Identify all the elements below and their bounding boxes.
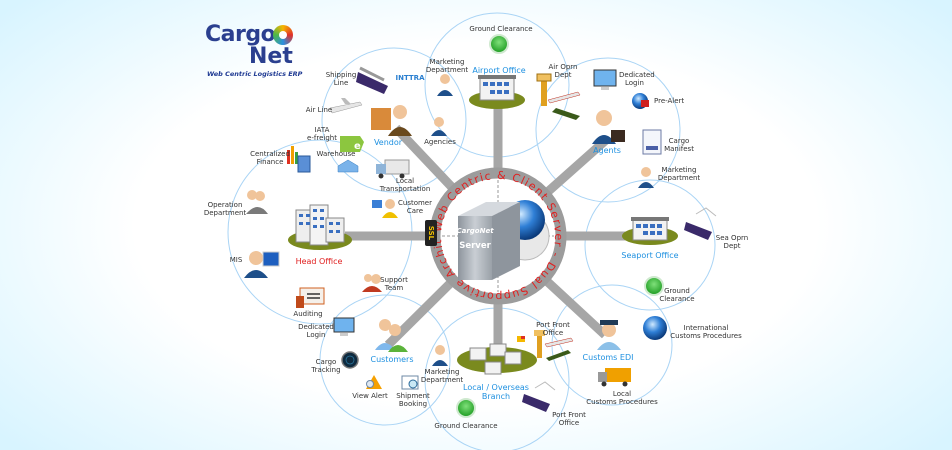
monitor-login-icon xyxy=(333,317,355,336)
warehouse-icon xyxy=(337,159,359,173)
dedicated-login-monitor-icon xyxy=(593,69,617,90)
misc-icons: e xyxy=(287,66,717,412)
shipping-line-ship-icon xyxy=(356,66,388,94)
ssl-label: SSL xyxy=(427,226,435,241)
ground-clearance-icons xyxy=(456,34,664,418)
airport-building-icon xyxy=(478,75,516,101)
server-label: Server xyxy=(459,241,491,251)
international-customs-globe-icon xyxy=(643,316,667,340)
label-view-alert: View Alert xyxy=(352,392,388,400)
mis-person-icon xyxy=(244,251,280,278)
vendor-person-icon xyxy=(371,105,412,136)
hub-branch-line2: Branch xyxy=(481,392,511,401)
finance-chart-icon xyxy=(287,146,311,173)
label-ground-clearance-top: Ground Clearance xyxy=(469,25,533,33)
operation-dept-people-icon xyxy=(246,190,268,214)
seaport-building-icon xyxy=(631,217,669,241)
label-warehouse: Warehouse xyxy=(316,150,356,158)
hub-local-overseas-branch[interactable]: Local / Overseas Branch xyxy=(463,383,529,401)
port-plane-runway-icon xyxy=(544,337,574,361)
hub-head-office[interactable]: Head Office xyxy=(295,257,343,266)
hub-vendor[interactable]: Vendor xyxy=(373,138,403,147)
agencies-person-icon xyxy=(431,117,447,136)
hub-seaport-office[interactable]: Seaport Office xyxy=(621,251,679,260)
cargonet-logo: Cargo Net Web Centric Logistics ERP xyxy=(205,22,315,80)
orbit-vendor xyxy=(321,47,467,193)
label-agencies: Agencies xyxy=(424,138,456,146)
hub-customs-edi[interactable]: Customs EDI xyxy=(582,353,634,362)
label-ground-clearance-bottom: Ground Clearance xyxy=(434,422,498,430)
logo-swirl-icon xyxy=(273,25,293,45)
airplane-icon xyxy=(329,98,363,114)
auditing-icon xyxy=(296,287,325,308)
air-plane-runway-icon xyxy=(547,91,581,120)
server-brand-label: CargoNet xyxy=(456,227,494,235)
port-tower-icon xyxy=(534,330,545,358)
orbit-agents xyxy=(535,57,681,203)
marketing-vendor-person-icon xyxy=(437,74,453,96)
orbit-customers xyxy=(319,294,451,426)
label-pre-alert: Pre-Alert xyxy=(654,97,685,105)
customer-care-person-icon xyxy=(372,199,398,218)
hub-branch-line1: Local / Overseas xyxy=(463,383,529,392)
port-ship-icon xyxy=(522,381,556,412)
control-tower-icon xyxy=(536,73,552,106)
label-mis: MIS xyxy=(229,256,243,264)
svg-text:e: e xyxy=(354,141,361,152)
logo-cargo-text: Cargo xyxy=(205,22,276,47)
hub-agents[interactable]: Agents xyxy=(593,146,621,155)
view-alert-icon xyxy=(366,375,382,389)
branch-buildings-icon xyxy=(469,336,525,375)
support-team-icon xyxy=(362,274,382,292)
server-icon xyxy=(458,216,492,280)
agent-person-icon xyxy=(592,110,625,144)
logo-tagline: Web Centric Logistics ERP xyxy=(207,70,303,78)
sea-ship-icon xyxy=(684,207,717,240)
pre-alert-globe-icon xyxy=(632,93,649,109)
cargo-manifest-icon xyxy=(642,129,662,155)
logo-net-text: Net xyxy=(249,44,293,69)
label-auditing: Auditing xyxy=(293,310,323,318)
customs-officer-icon xyxy=(597,320,621,350)
hub-airport-office[interactable]: Airport Office xyxy=(472,66,526,75)
label-air-line: Air Line xyxy=(305,106,333,114)
head-office-building-icon xyxy=(295,204,345,246)
marketing-agents-person-icon xyxy=(638,167,654,188)
customers-people-icon xyxy=(375,319,408,352)
ssl-badge xyxy=(425,220,437,246)
orbit-seaport xyxy=(584,179,716,311)
local-customs-truck-icon xyxy=(598,368,631,387)
label-inttra: INTTRA xyxy=(395,74,425,82)
shipment-booking-icon xyxy=(401,375,419,390)
people-icons xyxy=(244,74,654,366)
radar-tracking-icon xyxy=(341,351,359,369)
iata-e-freight-icon: e xyxy=(340,136,364,152)
truck-icon xyxy=(376,159,410,179)
hub-customers[interactable]: Customers xyxy=(370,355,414,364)
marketing-branch-person-icon xyxy=(432,345,448,366)
